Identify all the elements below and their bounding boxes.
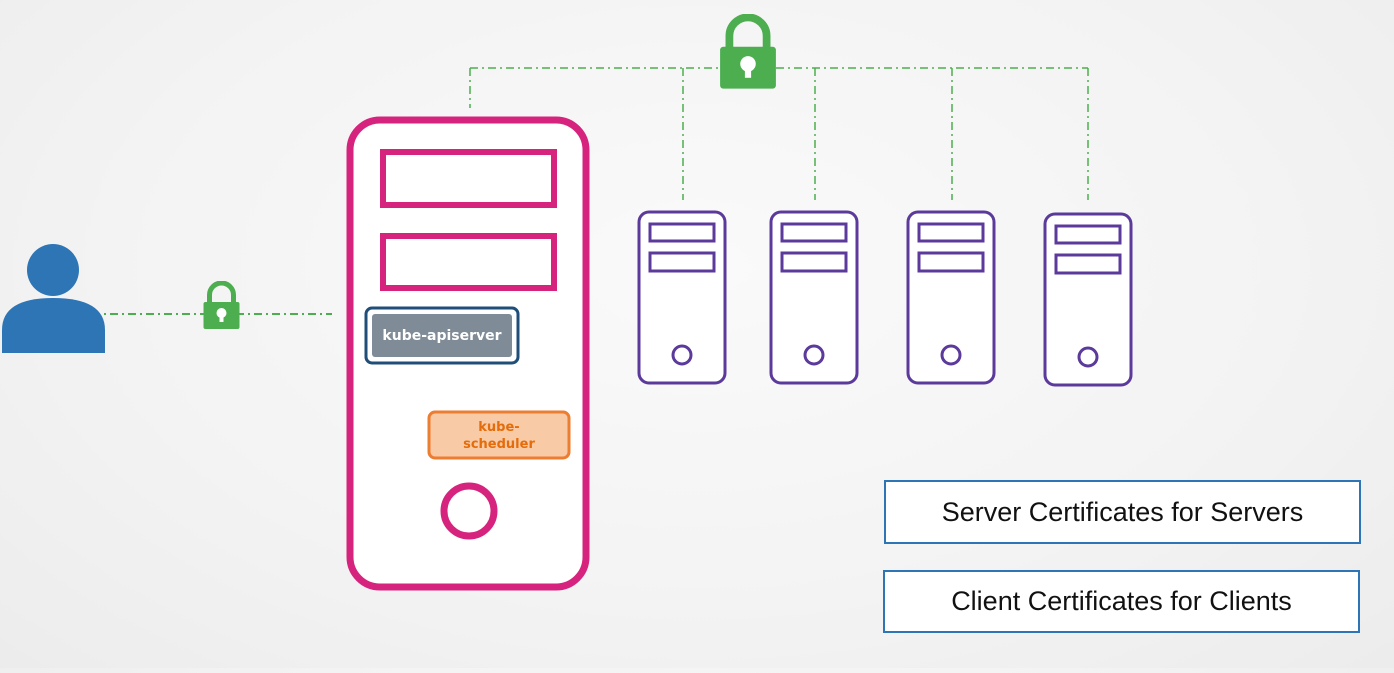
server-certificates-box: Server Certificates for Servers xyxy=(884,480,1361,544)
master-slot-1 xyxy=(380,149,557,208)
kube-scheduler-box: kube-scheduler xyxy=(427,410,571,460)
worker-nodes xyxy=(637,210,1133,387)
master-power-circle xyxy=(440,482,498,540)
kube-apiserver-box: kube-apiserver xyxy=(364,306,520,365)
kube-scheduler-label: kube-scheduler xyxy=(463,420,535,452)
client-certificates-box: Client Certificates for Clients xyxy=(883,570,1360,633)
lock-icon xyxy=(204,283,240,329)
worker-node xyxy=(769,210,859,385)
kube-apiserver-label: kube-apiserver xyxy=(382,328,501,344)
worker-node xyxy=(1043,212,1133,387)
server-certificates-label: Server Certificates for Servers xyxy=(941,496,1304,527)
worker-node xyxy=(906,210,996,385)
master-slot-2 xyxy=(380,233,557,291)
user-icon xyxy=(2,244,105,353)
worker-node xyxy=(637,210,727,385)
client-certificates-label: Client Certificates for Clients xyxy=(951,586,1292,616)
lock-icon xyxy=(720,17,776,88)
